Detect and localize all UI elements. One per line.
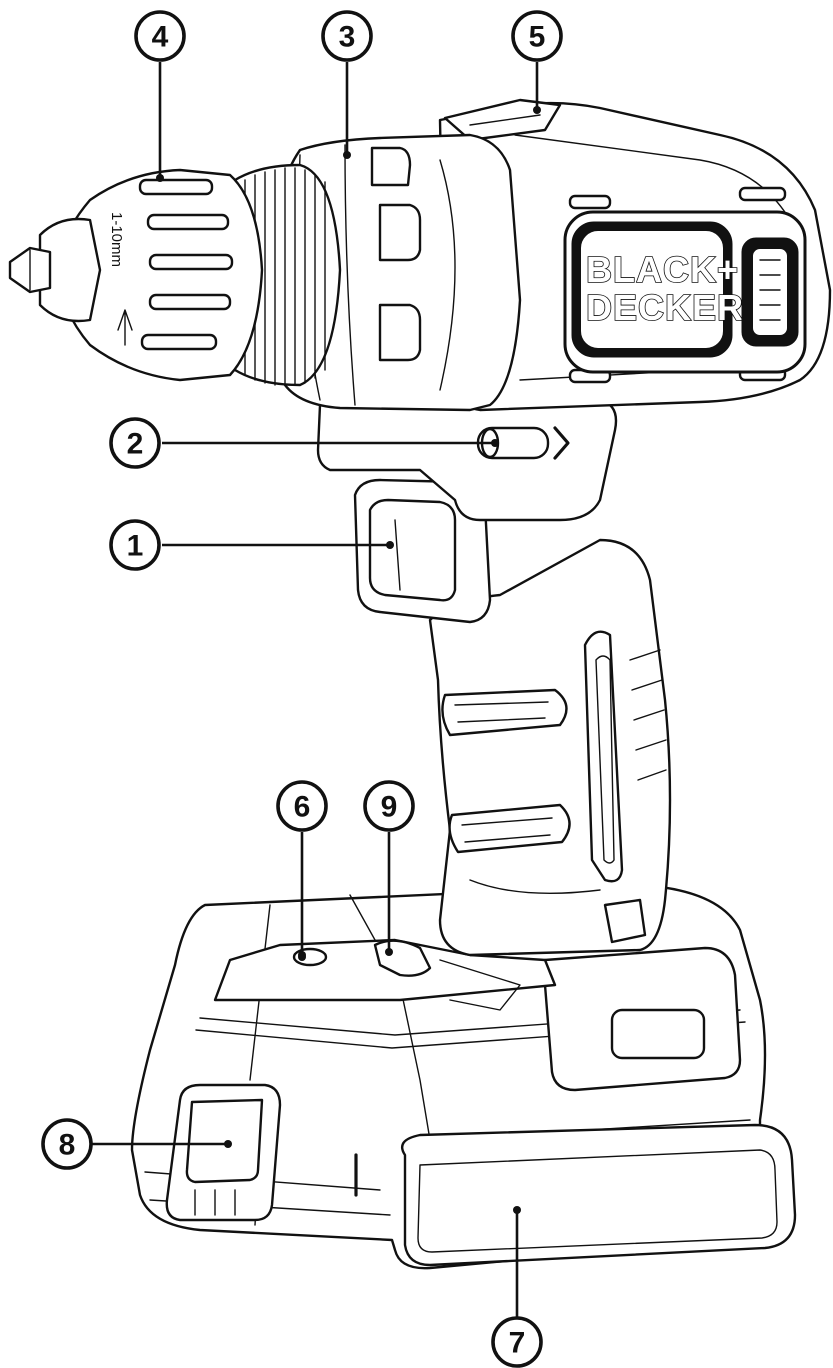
callout-1-label: 1 xyxy=(127,530,144,563)
callout-8: 8 xyxy=(41,1118,93,1170)
drill-illustration: BLACK+ DECKER xyxy=(8,98,832,1270)
trigger xyxy=(353,478,492,624)
callout-6: 6 xyxy=(276,780,328,832)
callout-2-label: 2 xyxy=(127,428,144,461)
chuck-size-marking: 1-10mm xyxy=(108,212,125,267)
leader-lines xyxy=(92,62,541,1322)
brand-line1: BLACK+ xyxy=(586,249,739,290)
callout-6-label: 6 xyxy=(294,791,311,824)
callout-7: 7 xyxy=(491,1316,543,1368)
handle xyxy=(428,538,672,957)
callout-9: 9 xyxy=(363,780,415,832)
callout-5: 5 xyxy=(511,10,563,62)
callouts: 1 2 3 4 5 6 7 8 xyxy=(41,10,563,1368)
callout-7-label: 7 xyxy=(509,1327,526,1360)
callout-5-label: 5 xyxy=(529,21,546,54)
callout-4: 4 xyxy=(134,10,186,62)
callout-2: 2 xyxy=(109,417,161,469)
brand-line2: DECKER xyxy=(586,287,744,328)
battery-release-button xyxy=(165,1083,282,1222)
callout-4-label: 4 xyxy=(152,21,169,54)
chuck: 1-10mm xyxy=(8,168,264,382)
direction-slider xyxy=(316,398,618,522)
brand-badge: BLACK+ DECKER xyxy=(563,210,807,374)
callout-3-label: 3 xyxy=(339,21,356,54)
torque-collar xyxy=(273,133,522,412)
callout-8-label: 8 xyxy=(59,1129,76,1162)
callout-3: 3 xyxy=(321,10,373,62)
callout-9-label: 9 xyxy=(381,791,398,824)
knurled-ring xyxy=(233,163,342,387)
callout-1: 1 xyxy=(109,519,161,571)
